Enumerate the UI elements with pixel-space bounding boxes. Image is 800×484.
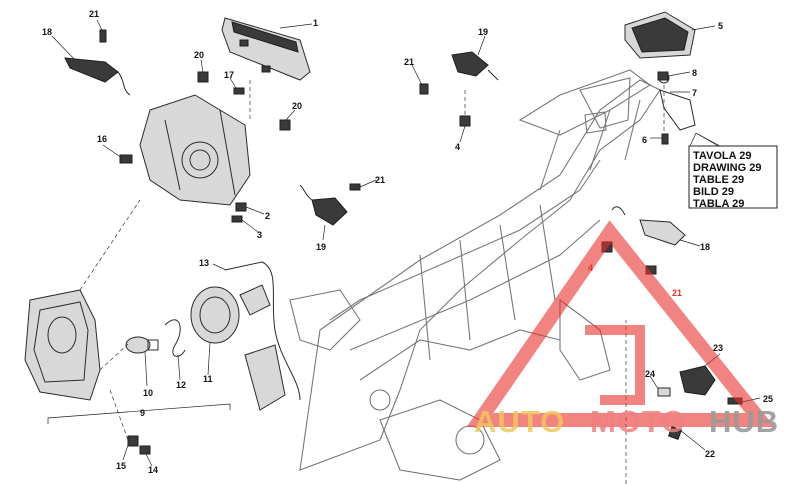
callout-24: 24 [645,369,655,379]
reflector-ring-part [190,286,240,344]
callout-19b: 19 [316,242,326,252]
callout-2: 2 [265,211,270,221]
bulb-part [125,336,159,354]
callout-3: 3 [257,230,262,240]
spacer-16-icon [119,154,133,164]
logo-triangle-icon [466,220,775,427]
callout-18: 18 [42,27,52,37]
reference-line-it: TAVOLA 29 [693,150,751,162]
callout-4b: 4 [588,263,593,273]
nut-15-icon [127,435,139,447]
screw-21-icon [99,29,107,43]
screw-14-icon [139,445,151,455]
callout-21b: 21 [404,57,414,67]
nut-20b-icon [279,119,291,131]
screw-3-icon [231,215,243,223]
callout-11: 11 [203,374,213,384]
logo-inner-shape-icon [585,325,645,405]
callout-13: 13 [199,258,209,268]
watermark-moto: MOTO [590,404,686,439]
callout-7: 7 [692,88,697,98]
headlight-bracket-part [139,94,251,206]
screw-21c-icon [349,183,361,191]
grommet-8-icon [657,71,669,81]
callout-20: 20 [194,50,204,60]
callout-14: 14 [148,465,158,475]
nut-4-icon [459,115,471,127]
part-9-bracket [47,403,231,424]
motorcycle-frame [289,69,661,481]
callout-10: 10 [143,388,153,398]
callout-19: 19 [478,27,488,37]
headlight-assembly-part [24,289,101,401]
instrument-cluster-part [221,17,311,81]
callout-6: 6 [642,135,647,145]
reference-box-connector [689,132,721,147]
callout-21d: 21 [672,288,682,298]
license-bracket-part [658,72,696,131]
turn-signal-rear-left-part [451,51,499,81]
turn-signal-rear-right-part [299,184,348,226]
callout-labels: 21 18 1 20 17 20 16 2 3 21 19 21 19 4 5 … [42,9,773,475]
screw-6-icon [661,133,669,145]
grommet-2-icon [235,202,247,212]
callout-22: 22 [705,449,715,459]
screw-21b-icon [419,83,429,95]
callout-18b: 18 [700,242,710,252]
assembly-dashed-lines [79,80,665,484]
callout-16: 16 [97,134,107,144]
spring-clip-part [164,319,186,357]
callout-15: 15 [116,461,126,471]
callout-5: 5 [718,21,723,31]
callout-9: 9 [140,408,145,418]
callout-4: 4 [455,142,460,152]
reference-line-en-drawing: DRAWING 29 [693,162,761,174]
reference-line-de: BILD 29 [693,186,734,198]
watermark-hub: HUB [709,404,779,439]
tail-light-part [624,11,696,59]
wiring-harness-part [224,261,301,411]
callout-1: 1 [313,18,318,28]
nut-20-icon [197,71,209,83]
callout-17: 17 [224,70,234,80]
reference-drawing-box: TAVOLA 29 DRAWING 29 TABLE 29 BILD 29 TA… [688,145,778,210]
callout-8: 8 [692,68,697,78]
callout-20b: 20 [292,101,302,111]
reference-line-es: TABLA 29 [693,198,744,210]
callout-23: 23 [713,343,723,353]
watermark-auto: AUTO [474,404,565,439]
turn-signal-front-left-part [64,57,131,96]
watermark-logo [466,220,775,427]
callout-12: 12 [176,380,186,390]
callout-21c: 21 [375,175,385,185]
screw-17-icon [233,87,245,95]
watermark-text: AUTO MOTO HUB [474,404,779,439]
fasteners-group [99,29,669,455]
callout-25: 25 [763,394,773,404]
reference-line-en-table: TABLE 29 [693,174,744,186]
callout-21: 21 [89,9,99,19]
